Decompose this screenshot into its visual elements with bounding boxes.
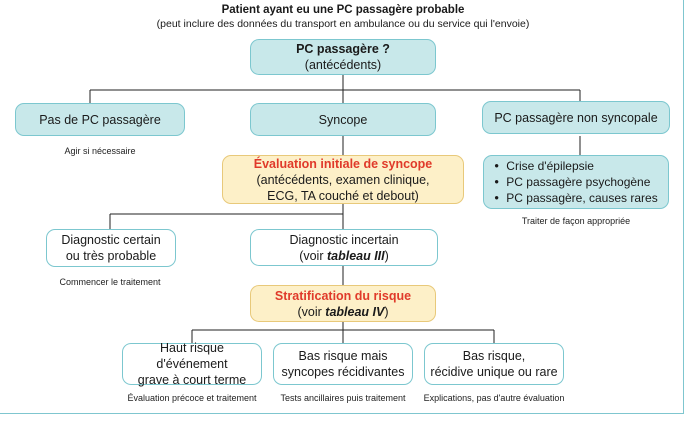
node-no-tloc-label: Pas de PC passagère xyxy=(39,112,161,127)
node-non-syncopal: PC passagère non syncopale xyxy=(482,101,670,134)
node-low-recurrent-line1: Bas risque mais xyxy=(298,349,388,363)
node-syncope: Syncope xyxy=(250,103,436,136)
node-non-syncopal-list: Crise d'épilepsie PC passagère psychogèn… xyxy=(483,155,669,209)
caption-certain: Commencer le traitement xyxy=(59,277,161,287)
node-high-risk-line1: Haut risque d'événement xyxy=(156,341,228,371)
node-root: PC passagère ? (antécédents) xyxy=(250,39,436,75)
caption-low-single: Explications, pas d'autre évaluation xyxy=(423,393,565,403)
diagram-title: Patient ayant eu une PC passagère probab… xyxy=(221,4,465,16)
node-low-single-line2: récidive unique ou rare xyxy=(430,365,558,379)
node-high-risk: Haut risque d'événement grave à court te… xyxy=(122,341,262,387)
node-low-single-line1: Bas risque, xyxy=(462,349,526,363)
node-risk-title: Stratification du risque xyxy=(274,288,412,303)
caption-high-risk: Évaluation précoce et traitement xyxy=(127,393,257,403)
node-syncope-label: Syncope xyxy=(318,112,368,127)
node-risk-ref-post: ) xyxy=(384,304,389,319)
node-non-syncopal-label: PC passagère non syncopale xyxy=(494,110,658,125)
node-risk-ref-pre: (voir xyxy=(297,304,326,319)
node-certain-line1: Diagnostic certain xyxy=(61,233,161,247)
node-initial-eval-line2: ECG, TA couché et debout) xyxy=(267,188,419,203)
node-root-title: PC passagère ? xyxy=(296,42,390,56)
node-initial-eval-title: Évaluation initiale de syncope xyxy=(253,156,433,171)
caption-no-tloc: Agir si nécessaire xyxy=(64,146,136,156)
caption-non-syncopal: Traiter de façon appropriée xyxy=(521,216,631,226)
node-uncertain-ref-table: tableau III xyxy=(326,248,385,263)
node-uncertain: Diagnostic incertain (voir tableau III) xyxy=(250,229,438,266)
node-initial-eval-line1: (antécédents, examen clinique, xyxy=(256,172,430,187)
node-risk-ref-table: tableau IV xyxy=(325,304,385,319)
caption-low-recurrent: Tests ancillaires puis traitement xyxy=(280,393,406,403)
node-low-recurrent-line2: syncopes récidivantes xyxy=(281,365,405,379)
list-item: PC passagère, causes rares xyxy=(494,190,657,206)
list-item: PC passagère psychogène xyxy=(494,174,657,190)
diagram-subtitle: (peut inclure des données du transport e… xyxy=(156,18,530,30)
non-syncopal-causes-list: Crise d'épilepsie PC passagère psychogèn… xyxy=(494,158,657,206)
node-risk: Stratification du risque (voir tableau I… xyxy=(250,285,436,322)
node-uncertain-line1: Diagnostic incertain xyxy=(289,232,399,247)
figure-frame xyxy=(0,0,684,414)
node-risk-line2: (voir tableau IV) xyxy=(298,304,389,320)
node-uncertain-ref-post: ) xyxy=(384,248,389,263)
node-low-single: Bas risque, récidive unique ou rare xyxy=(424,343,564,385)
node-high-risk-line2: grave à court terme xyxy=(137,373,247,387)
node-certain-line2: ou très probable xyxy=(65,249,157,263)
node-low-recurrent: Bas risque mais syncopes récidivantes xyxy=(273,343,413,385)
node-uncertain-ref-pre: (voir xyxy=(299,248,327,263)
list-item: Crise d'épilepsie xyxy=(494,158,657,174)
node-no-tloc: Pas de PC passagère xyxy=(15,103,185,136)
node-root-sub: (antécédents) xyxy=(304,58,382,72)
node-initial-eval: Évaluation initiale de syncope (antécéde… xyxy=(222,155,464,204)
node-certain: Diagnostic certain ou très probable xyxy=(46,229,176,267)
node-uncertain-line2: (voir tableau III) xyxy=(299,248,389,264)
